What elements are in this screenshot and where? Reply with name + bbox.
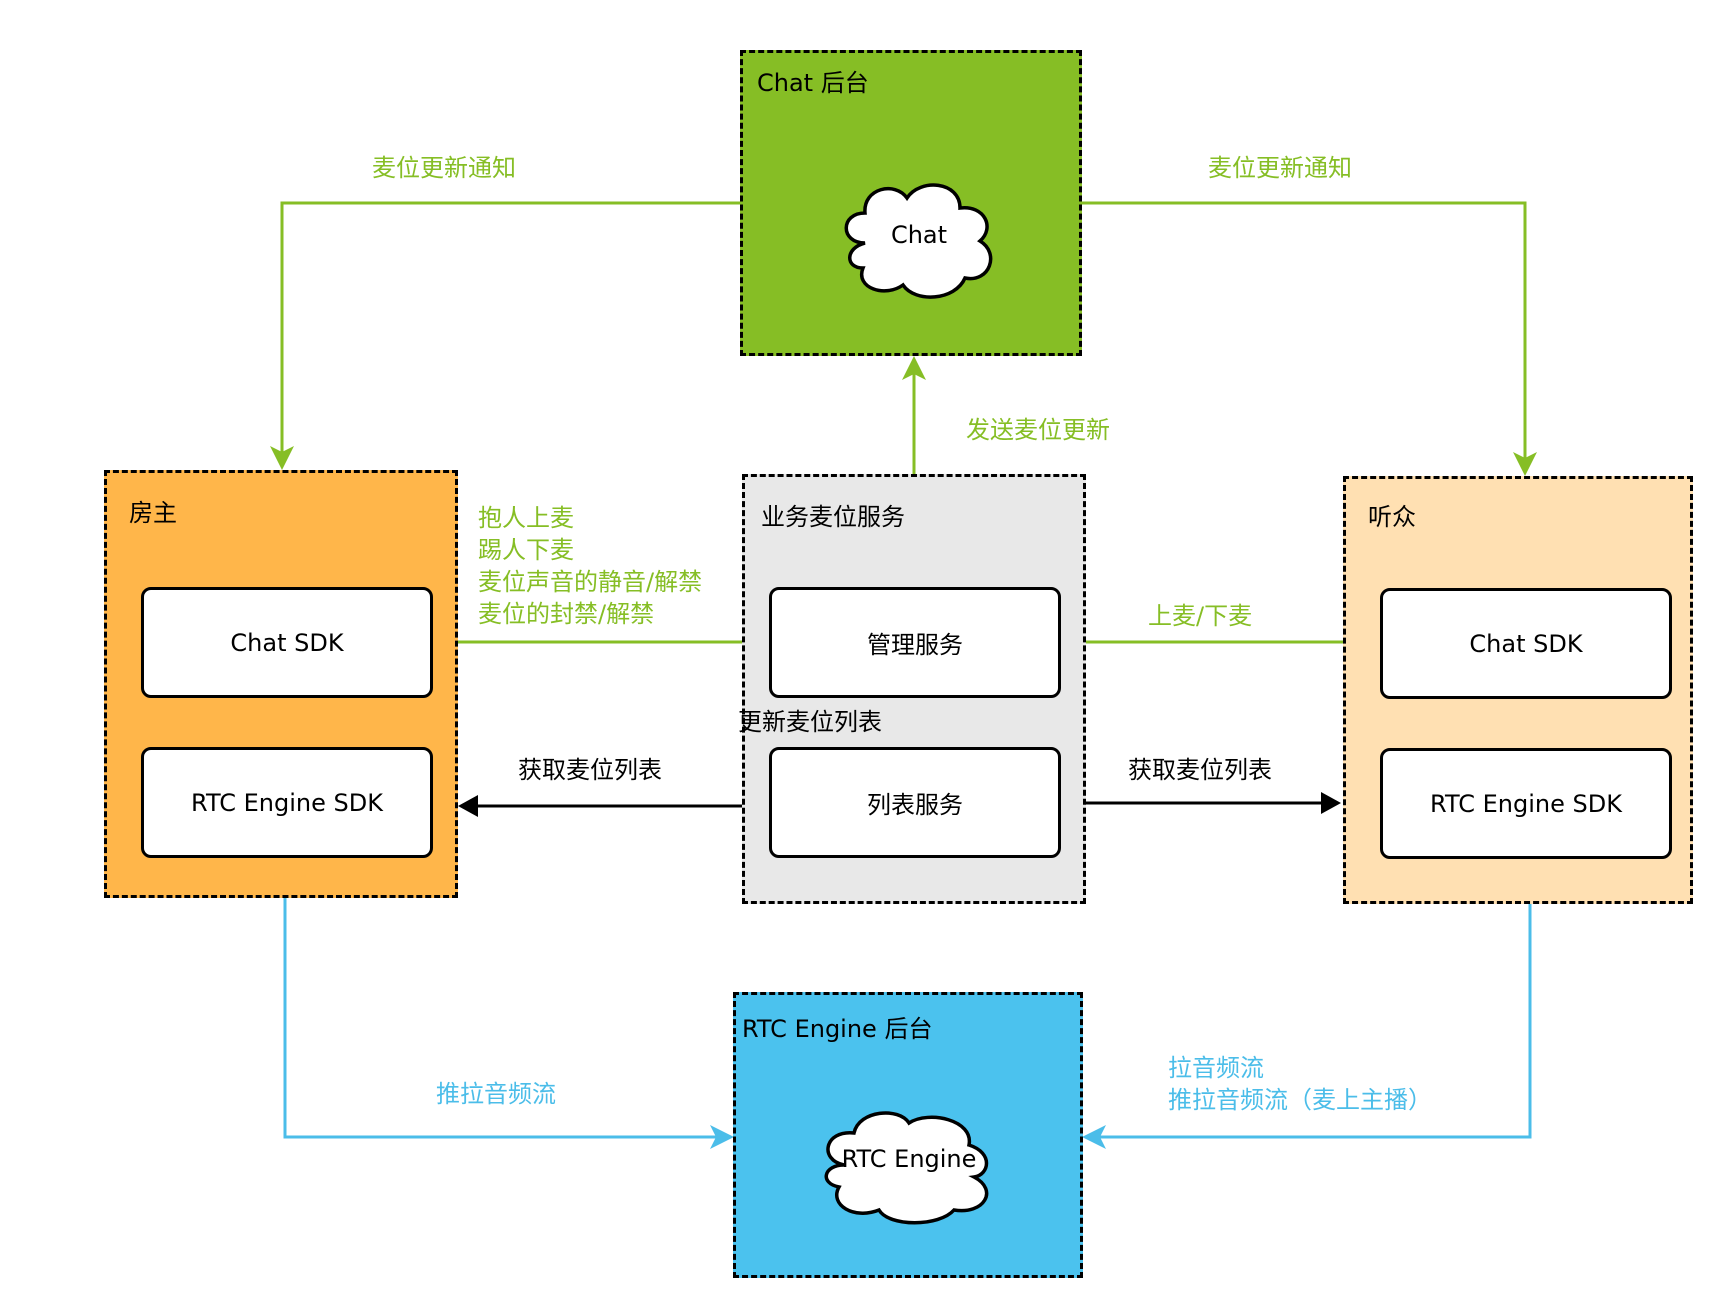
edge-listener-ops	[1056, 630, 1343, 654]
listener-rtc-sdk[interactable]: RTC Engine SDK	[1380, 748, 1672, 859]
host-op-line: 抱人上麦	[478, 504, 574, 532]
edge-get-list-listener	[1055, 792, 1341, 814]
host-op-line: 麦位的封禁/解禁	[478, 600, 655, 628]
chat-cloud-icon: Chat	[835, 173, 1003, 303]
edge-label-notify-left: 麦位更新通知	[372, 154, 516, 182]
rtc-backend-title: RTC Engine 后台	[742, 1015, 933, 1043]
manage-service[interactable]: 管理服务	[769, 587, 1061, 698]
edge-notify-host	[270, 201, 740, 470]
edge-host-ops	[456, 630, 768, 654]
edge-get-list-host	[458, 795, 766, 817]
edge-label-get-list-right: 获取麦位列表	[1128, 756, 1272, 784]
host-group: 房主 Chat SDK RTC Engine SDK	[104, 470, 458, 898]
edge-label-get-list-left: 获取麦位列表	[518, 756, 662, 784]
host-chat-sdk[interactable]: Chat SDK	[141, 587, 433, 698]
list-service[interactable]: 列表服务	[769, 747, 1061, 858]
edge-label-host-ops: 抱人上麦 踢人下麦 麦位声音的静音/解禁 麦位的封禁/解禁	[478, 502, 702, 630]
edge-label-send-update: 发送麦位更新	[966, 416, 1110, 444]
listener-group: 听众 Chat SDK RTC Engine SDK	[1343, 476, 1693, 904]
chat-cloud-label: Chat	[890, 221, 948, 249]
listener-title: 听众	[1368, 503, 1416, 531]
listener-stream-line: 拉音频流	[1168, 1054, 1264, 1082]
rtc-engine-cloud-icon: RTC Engine	[814, 1105, 1004, 1225]
edge-label-host-stream: 推拉音频流	[436, 1080, 556, 1108]
edge-label-listener-stream: 拉音频流 推拉音频流（麦上主播）	[1168, 1052, 1432, 1116]
seat-service-group: 业务麦位服务 管理服务 列表服务	[742, 474, 1086, 904]
chat-backend-group: Chat 后台 Chat	[740, 50, 1082, 356]
host-title: 房主	[129, 499, 177, 527]
edge-label-listener-ops: 上麦/下麦	[1148, 602, 1253, 630]
host-op-line: 麦位声音的静音/解禁	[478, 568, 703, 596]
edge-notify-listener	[1082, 201, 1537, 476]
listener-stream-line: 推拉音频流（麦上主播）	[1168, 1086, 1432, 1114]
edge-label-update-list: 更新麦位列表	[738, 708, 882, 736]
chat-backend-title: Chat 后台	[757, 69, 869, 97]
listener-chat-sdk[interactable]: Chat SDK	[1380, 588, 1672, 699]
edge-label-notify-right: 麦位更新通知	[1208, 154, 1352, 182]
rtc-engine-cloud-label: RTC Engine	[841, 1145, 977, 1173]
seat-service-title: 业务麦位服务	[761, 503, 905, 531]
rtc-backend-group: RTC Engine 后台 RTC Engine	[733, 992, 1083, 1278]
host-op-line: 踢人下麦	[478, 536, 574, 564]
host-rtc-sdk[interactable]: RTC Engine SDK	[141, 747, 433, 858]
